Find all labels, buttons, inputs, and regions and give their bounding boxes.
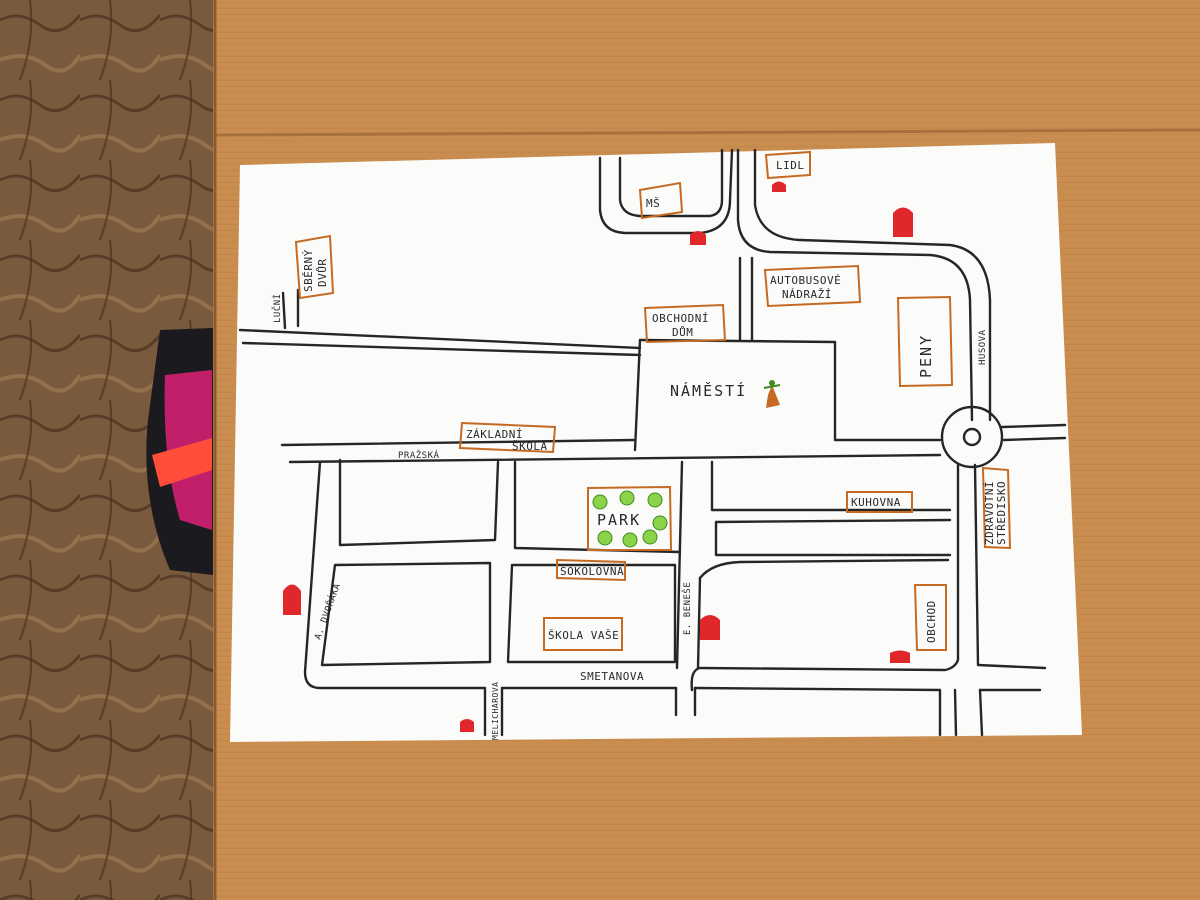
label-obchodni-dum-1: OBCHODNÍ	[652, 312, 709, 325]
mailbox-icon	[893, 207, 913, 237]
label-zakladni-skola-2: ŠKOLA	[512, 440, 548, 453]
tree-icon	[642, 529, 658, 545]
mailbox-icon	[690, 231, 706, 245]
tree-icon	[647, 492, 663, 508]
paper-map	[230, 143, 1082, 742]
mailbox-icon	[890, 650, 910, 663]
tree-icon	[592, 494, 608, 510]
label-ms: MŠ	[646, 197, 660, 210]
table-edge	[214, 128, 1200, 137]
mailbox-icon	[700, 615, 720, 640]
label-lidl: LIDL	[776, 159, 805, 172]
label-zdravotni-stredisko-2: STŘEDISKO	[995, 481, 1008, 545]
mailbox-icon	[772, 181, 786, 192]
statue-icon	[763, 380, 781, 408]
label-kuhovna: KUHOVNA	[851, 496, 901, 509]
tree-icon	[622, 532, 638, 548]
label-obchodni-dum-2: DŮM	[672, 326, 693, 339]
street-smetanova: SMETANOVA	[580, 670, 644, 683]
mailboxes	[283, 181, 913, 732]
street-e-benese: E. BENEŠE	[681, 582, 693, 635]
label-park: PARK	[597, 511, 641, 529]
label-obchod: OBCHOD	[925, 600, 938, 643]
label-autobusove-nadrazi-1: AUTOBUSOVÉ	[770, 274, 841, 287]
tree-icon	[652, 515, 668, 531]
label-sberny-dvur-2: DVŮR	[316, 259, 329, 288]
label-sokolovna: SOKOLOVNA	[560, 565, 624, 578]
park-trees	[592, 490, 668, 548]
street-lucni: LUČNÍ	[271, 293, 283, 323]
label-zdravotni-stredisko-1: ZDRAVOTNÍ	[983, 481, 996, 545]
roundabout-icon	[962, 427, 982, 447]
label-peny: PENY	[917, 334, 935, 378]
bag	[146, 328, 213, 575]
label-autobusove-nadrazi-2: NÁDRAŽÍ	[782, 288, 832, 301]
tree-icon	[619, 490, 635, 506]
mailbox-icon	[460, 719, 474, 732]
street-husova: HUSOVA	[978, 329, 988, 365]
street-prazska: PRAŽSKÁ	[398, 449, 440, 461]
label-namesti: NÁMĚSTÍ	[670, 381, 747, 400]
label-sberny-dvur-1: SBĚRNÝ	[302, 249, 315, 292]
mailbox-icon	[283, 584, 301, 615]
buildings	[294, 150, 1012, 651]
label-skola-vase: ŠKOLA VAŠE	[548, 629, 619, 642]
label-zakladni-skola-1: ZÁKLADNÍ	[466, 428, 523, 441]
street-melicharova: MELICHAROVA	[491, 682, 500, 740]
tree-icon	[597, 530, 613, 546]
